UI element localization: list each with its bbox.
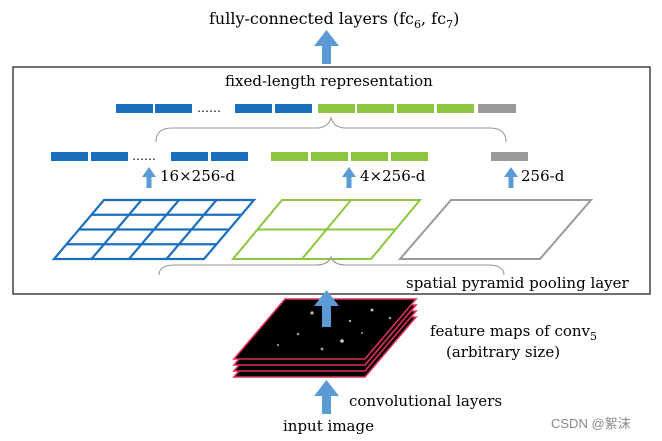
- vector-seg-green: [397, 104, 434, 113]
- feature-maps-label: feature maps of conv5: [430, 322, 597, 343]
- vector-seg-blue: [275, 104, 312, 113]
- pooled-vector-4: [271, 152, 428, 161]
- dim-label-16: 16×256-d: [160, 167, 235, 185]
- vector-seg-gray: [478, 104, 516, 113]
- vector-seg-blue: [171, 152, 208, 161]
- watermark-label: CSDN @絮沫: [551, 416, 631, 431]
- conv-layers-label: convolutional layers: [349, 392, 502, 410]
- vector-seg-green: [318, 104, 355, 113]
- vector-seg-blue: [155, 104, 192, 113]
- dim-label-4: 4×256-d: [360, 167, 426, 185]
- lower-brace: [158, 255, 505, 276]
- pooled-vector-16: ……: [51, 149, 248, 163]
- upper-brace: [155, 116, 507, 143]
- fixed-length-vector: ……: [116, 101, 516, 115]
- vector-seg-green: [271, 152, 308, 161]
- vector-seg-green: [311, 152, 348, 161]
- input-image-label: input image: [283, 417, 374, 435]
- vector-seg-blue: [51, 152, 88, 161]
- fixed-length-label: fixed-length representation: [225, 72, 433, 90]
- up-arrow-icon: [342, 167, 356, 188]
- vector-seg-blue: [211, 152, 248, 161]
- pooled-vector-1: [491, 152, 528, 161]
- vector-seg-blue: [116, 104, 153, 113]
- vector-seg-green: [357, 104, 394, 113]
- spp-frame: [12, 66, 651, 295]
- vector-ellipsis: ……: [132, 149, 156, 163]
- dim-label-1: 256-d: [521, 167, 565, 185]
- vector-seg-green: [437, 104, 474, 113]
- vector-seg-gray: [491, 152, 528, 161]
- up-arrow-icon: [314, 30, 339, 64]
- vector-ellipsis: ……: [197, 101, 221, 115]
- vector-seg-blue: [235, 104, 272, 113]
- up-arrow-icon: [142, 167, 156, 188]
- up-arrow-icon: [314, 380, 339, 414]
- vector-seg-green: [391, 152, 428, 161]
- vector-seg-green: [351, 152, 388, 161]
- grid-2x2-icon: [230, 199, 423, 260]
- spp-layer-label: spatial pyramid pooling layer: [406, 274, 630, 292]
- feature-maps-size-label: (arbitrary size): [446, 343, 560, 361]
- feature-map-stack-icon: [232, 298, 418, 378]
- vector-seg-blue: [91, 152, 128, 161]
- grid-1x1-icon: [397, 199, 594, 260]
- up-arrow-icon: [314, 290, 339, 327]
- grid-4x4-icon: [51, 198, 257, 261]
- fc-layers-label: fully-connected layers (fc6, fc7): [209, 9, 459, 31]
- up-arrow-icon: [504, 167, 518, 188]
